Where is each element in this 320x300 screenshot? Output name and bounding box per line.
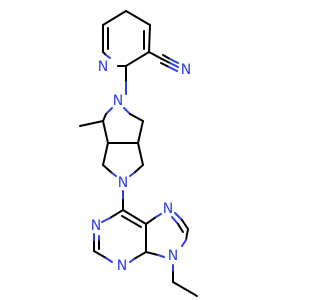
bond [155,213,162,218]
ethyl-group [172,264,198,297]
pyrrolidine-nitrogen-top-label: N [113,93,123,109]
purine-n7-label: N [163,201,173,217]
bond [174,212,183,221]
pyrrolidine-nitrogen-bottom-label: N [118,175,128,191]
bond [102,142,109,166]
bond [148,24,151,53]
bond [105,107,113,115]
bond [162,54,171,60]
bond [181,239,187,247]
purine-ring: N N N N [91,201,189,274]
bond [157,254,165,258]
bond [102,10,127,26]
bond [169,58,179,64]
bond [79,120,104,127]
bond [105,54,111,59]
bond [129,258,135,263]
purine-n3-label: N [117,258,127,274]
bicyclic-core: N N [79,93,144,191]
bond [137,120,144,144]
molecule-structure: N N N N [79,10,198,297]
bond [171,216,179,225]
bond [137,142,144,166]
bond [172,281,198,297]
nitrile-nitrogen-label: N [181,62,191,78]
bond [102,120,109,144]
bond [102,113,107,122]
pyridine-ring: N [98,10,151,75]
bond [168,66,178,72]
bond [145,251,159,256]
bond [177,223,184,233]
bond [111,172,117,177]
bond [105,257,113,263]
bond [125,10,151,26]
bond [169,62,179,68]
bond [148,51,163,60]
bond [133,251,147,260]
bond [93,250,107,259]
bond [123,107,131,115]
bond [181,219,189,230]
bond [102,164,113,174]
bond [185,228,189,241]
bond [122,209,147,225]
purine-n1-label: N [91,218,101,234]
purine-n9-label: N [168,248,178,264]
nitrile-group: N [148,51,191,78]
bond [160,62,170,68]
bond [129,172,135,177]
bond [125,51,150,67]
bond [161,58,171,64]
pyridine-nitrogen-label: N [98,59,108,75]
bond [133,164,144,174]
bond [101,217,111,223]
bond [109,209,124,219]
bond [145,216,157,225]
bond [121,215,142,228]
bond [129,113,144,122]
